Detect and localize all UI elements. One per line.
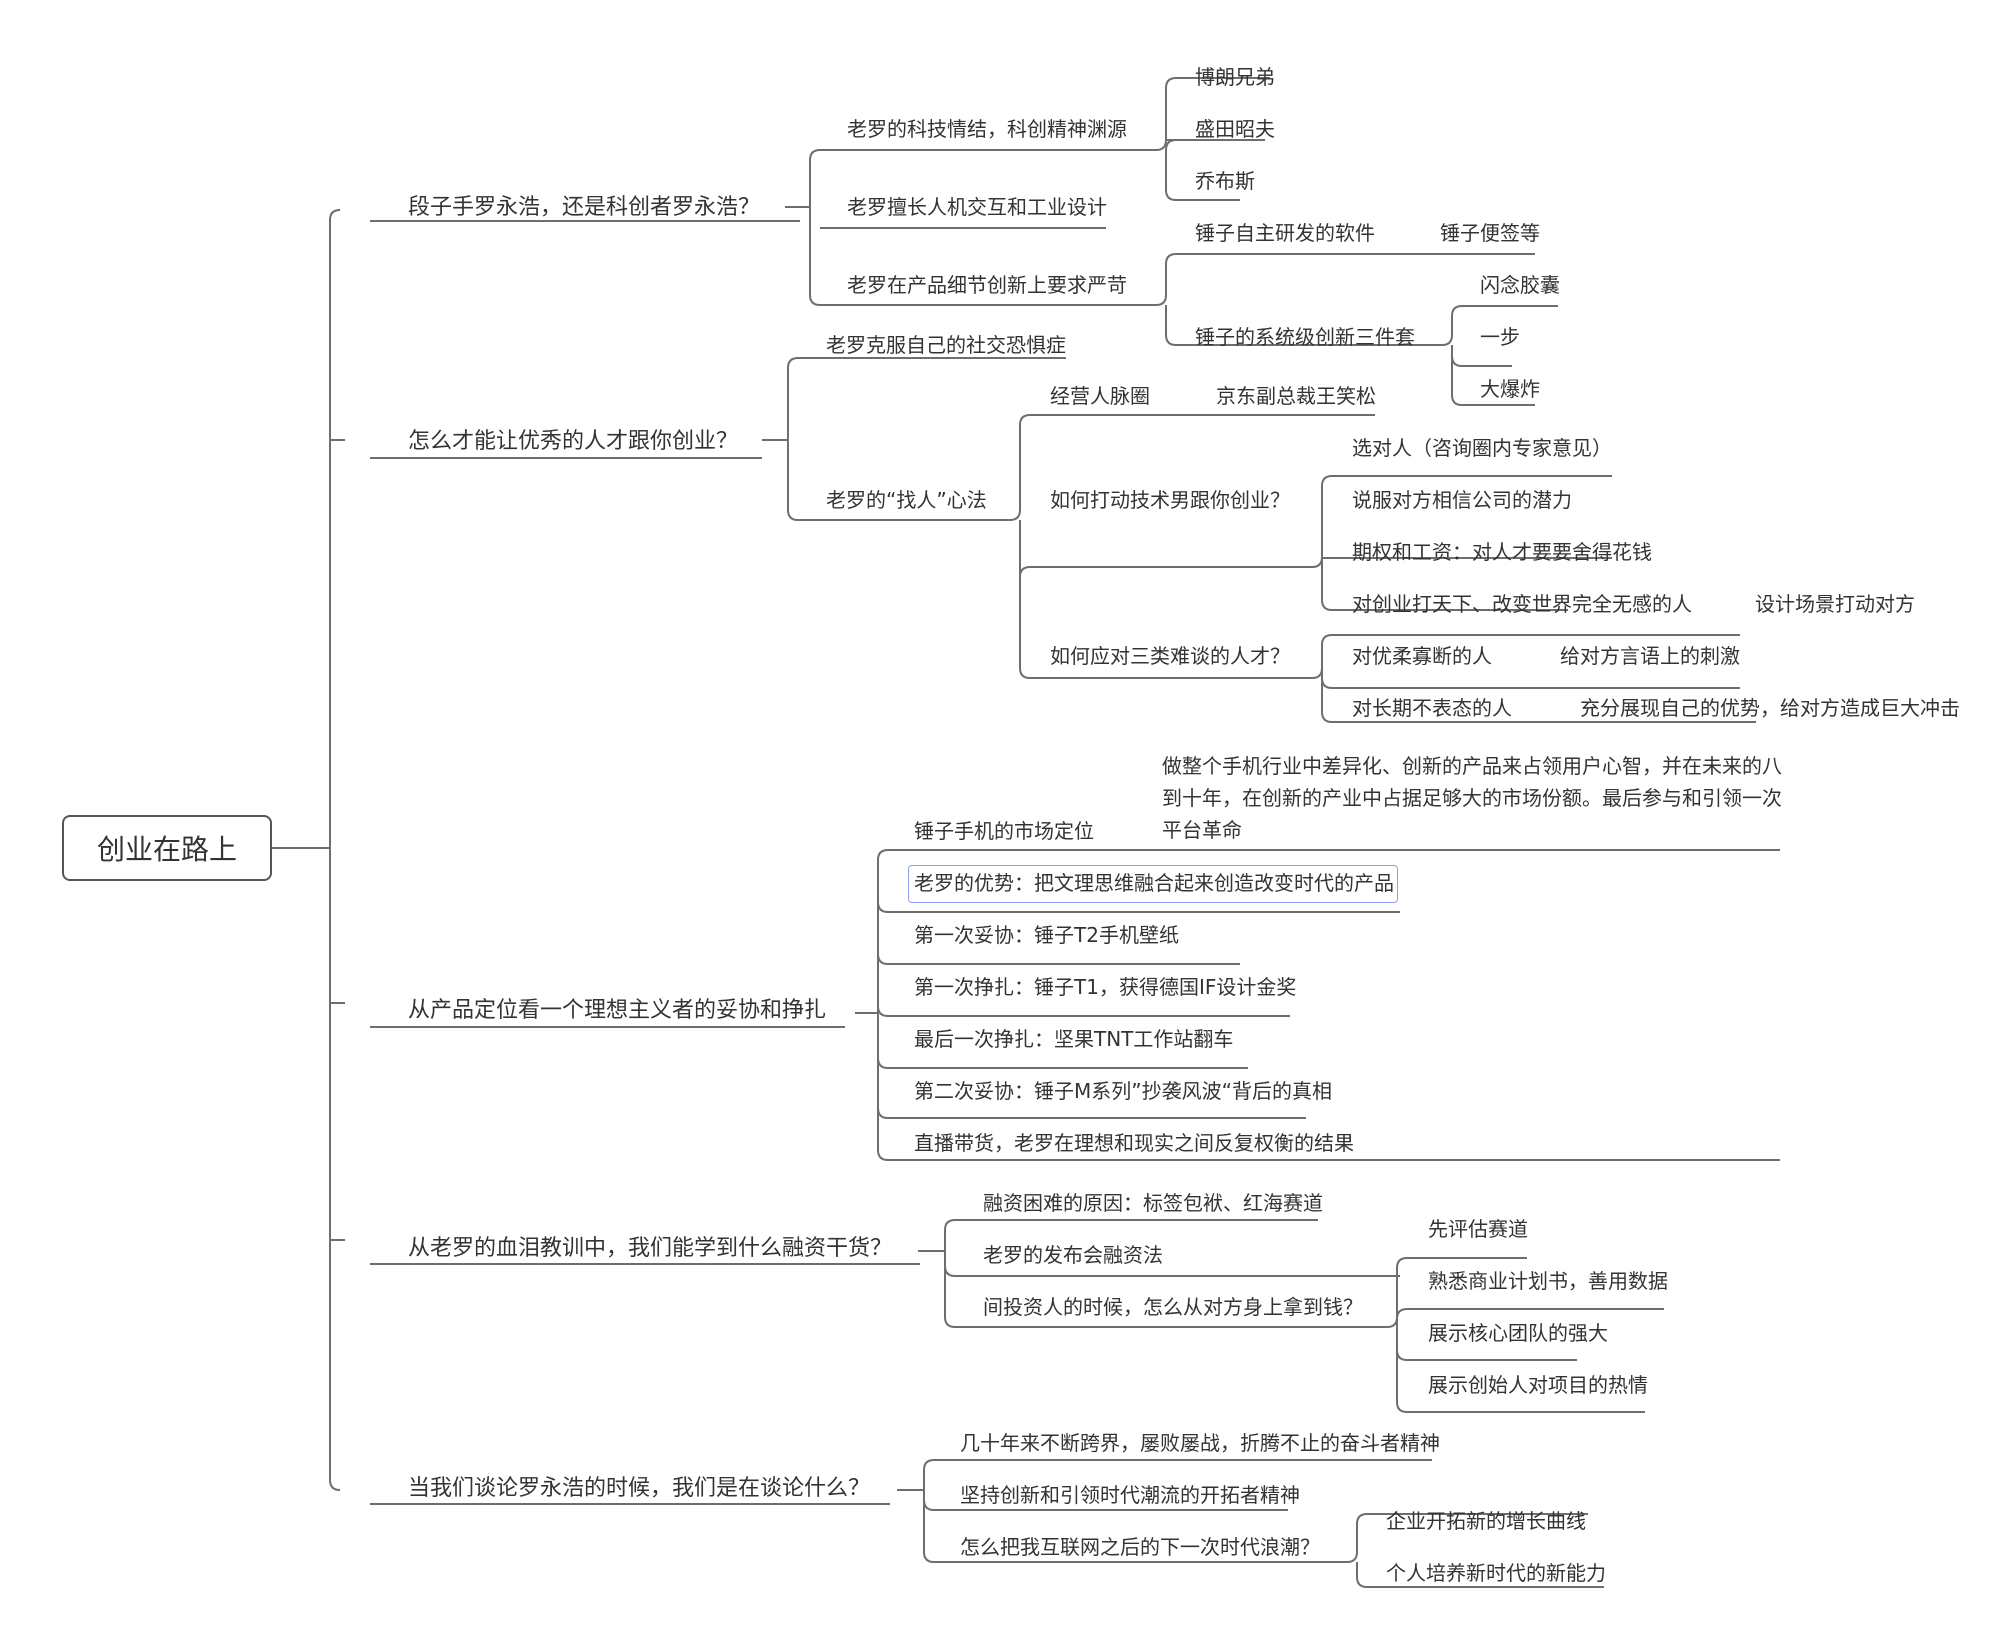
topic-compromise-2[interactable]: 第二次妥协：锤子M系列”抄袭风波“背后的真相 [914, 1079, 1332, 1103]
topic-evaluate-track[interactable]: 先评估赛道 [1428, 1217, 1528, 1241]
selection-highlight [908, 865, 1398, 903]
topic-fighter-spirit[interactable]: 几十年来不断跨界，屡败屡战，折腾不止的奋斗者精神 [960, 1431, 1440, 1455]
topic-morita[interactable]: 盛田昭夫 [1195, 117, 1275, 141]
topic-type-indifferent[interactable]: 对创业打天下、改变世界完全无感的人 [1352, 592, 1692, 616]
topic-design-scene[interactable]: 设计场景打动对方 [1755, 592, 1915, 616]
topic-network[interactable]: 经营人脉圈 [1050, 384, 1150, 408]
topic-core-team[interactable]: 展示核心团队的强大 [1428, 1321, 1608, 1345]
topic-show-advantage[interactable]: 充分展现自己的优势，给对方造成巨大冲击 [1580, 696, 1960, 720]
topic-tech-sentiment[interactable]: 老罗的科技情结，科创精神渊源 [847, 117, 1127, 141]
branch-2-topic[interactable]: 怎么才能让优秀的人才跟你创业？ [408, 429, 739, 454]
topic-pioneer-spirit[interactable]: 坚持创新和引领时代潮流的开拓者精神 [960, 1483, 1300, 1507]
topic-convince[interactable]: 说服对方相信公司的潜力 [1352, 488, 1572, 512]
topic-verbal-stimulus[interactable]: 给对方言语上的刺激 [1560, 644, 1740, 668]
root-topic[interactable]: 创业在路上 [62, 815, 272, 881]
topic-founder-passion[interactable]: 展示创始人对项目的热情 [1428, 1373, 1648, 1397]
topic-type-indecisive[interactable]: 对优柔寡断的人 [1352, 644, 1492, 668]
topic-funding-difficulty[interactable]: 融资困难的原因：标签包袱、红海赛道 [983, 1191, 1323, 1215]
topic-own-software[interactable]: 锤子自主研发的软件 [1195, 221, 1375, 245]
branch-4-topic[interactable]: 从老罗的血泪教训中，我们能学到什么融资干货？ [408, 1236, 893, 1261]
topic-flash-capsule[interactable]: 闪念胶囊 [1480, 273, 1560, 297]
topic-struggle-last[interactable]: 最后一次挣扎：坚果TNT工作站翻车 [914, 1027, 1234, 1051]
topic-tech-guys[interactable]: 如何打动技术男跟你创业？ [1050, 488, 1290, 512]
branch-1-topic[interactable]: 段子手罗永浩，还是科创者罗永浩？ [408, 195, 761, 220]
topic-smartisan-notes[interactable]: 锤子便签等 [1440, 221, 1540, 245]
topic-find-people[interactable]: 老罗的“找人”心法 [826, 488, 987, 512]
topic-jd-vp[interactable]: 京东副总裁王笑松 [1216, 384, 1376, 408]
topic-new-abilities[interactable]: 个人培养新时代的新能力 [1386, 1561, 1606, 1585]
topic-struggle-1[interactable]: 第一次挣扎：锤子T1，获得德国IF设计金奖 [914, 975, 1297, 999]
topic-jobs[interactable]: 乔布斯 [1195, 169, 1255, 193]
topic-type-silent[interactable]: 对长期不表态的人 [1352, 696, 1512, 720]
topic-detail-innovation[interactable]: 老罗在产品细节创新上要求严苛 [847, 273, 1127, 297]
topic-system-innovation[interactable]: 锤子的系统级创新三件套 [1195, 325, 1415, 349]
topic-braun[interactable]: 博朗兄弟 [1195, 65, 1275, 89]
topic-launch-funding[interactable]: 老罗的发布会融资法 [983, 1243, 1163, 1267]
topic-business-plan[interactable]: 熟悉商业计划书，善用数据 [1428, 1269, 1668, 1293]
topic-equity-salary[interactable]: 期权和工资：对人才要要舍得花钱 [1352, 540, 1652, 564]
branch-3-topic[interactable]: 从产品定位看一个理想主义者的妥协和挣扎 [408, 998, 827, 1023]
topic-next-wave[interactable]: 怎么把我互联网之后的下一次时代浪潮？ [960, 1535, 1320, 1559]
topic-choose-right[interactable]: 选对人（咨询圈内专家意见） [1352, 436, 1612, 460]
topic-market-position[interactable]: 锤子手机的市场定位 [914, 819, 1094, 843]
topic-growth-curve[interactable]: 企业开拓新的增长曲线 [1386, 1509, 1586, 1533]
topic-three-types[interactable]: 如何应对三类难谈的人才？ [1050, 644, 1290, 668]
topic-market-position-detail[interactable]: 做整个手机行业中差异化、创新的产品来占领用户心智，并在未来的八到十年，在创新的产… [1162, 754, 1782, 842]
topic-one-step[interactable]: 一步 [1480, 325, 1520, 349]
topic-hci-design[interactable]: 老罗擅长人机交互和工业设计 [847, 195, 1107, 219]
topic-ask-investor[interactable]: 间投资人的时候，怎么从对方身上拿到钱？ [983, 1295, 1363, 1319]
topic-big-bang[interactable]: 大爆炸 [1480, 377, 1540, 401]
topic-social-phobia[interactable]: 老罗克服自己的社交恐惧症 [826, 333, 1066, 357]
topic-advantage[interactable]: 老罗的优势：把文理思维融合起来创造改变时代的产品 [914, 871, 1394, 895]
branch-5-topic[interactable]: 当我们谈论罗永浩的时候，我们是在谈论什么？ [408, 1476, 871, 1501]
topic-livestream[interactable]: 直播带货，老罗在理想和现实之间反复权衡的结果 [914, 1131, 1354, 1155]
topic-compromise-1[interactable]: 第一次妥协：锤子T2手机壁纸 [914, 923, 1179, 947]
